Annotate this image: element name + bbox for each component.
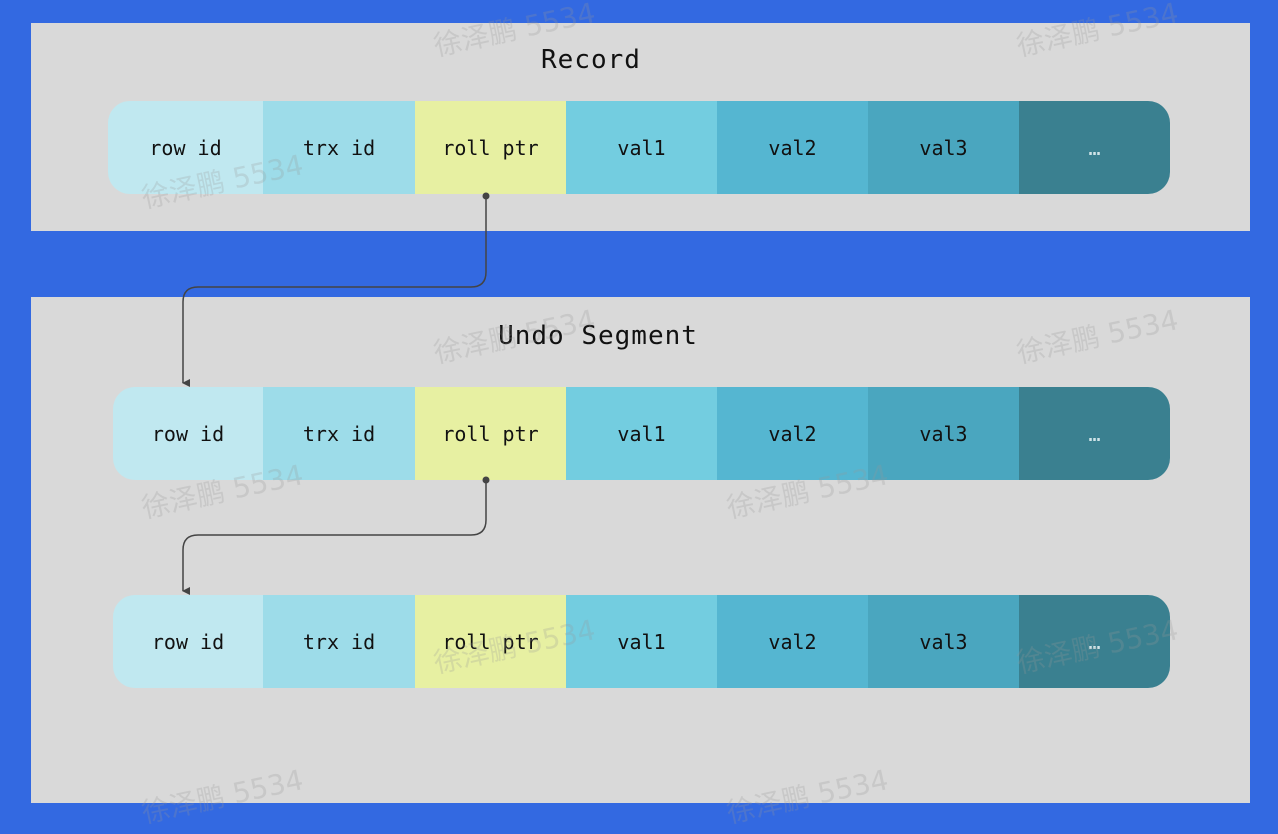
field-val3: val3 xyxy=(868,387,1019,480)
field-val1: val1 xyxy=(566,387,717,480)
record-title: Record xyxy=(541,45,641,75)
field-more: … xyxy=(1019,101,1170,194)
undo-segment-title: Undo Segment xyxy=(498,321,698,351)
field-more: … xyxy=(1019,595,1170,688)
field-val3: val3 xyxy=(868,101,1019,194)
undo-row-1: row id trx id roll ptr val1 val2 val3 … xyxy=(113,387,1170,480)
field-roll-ptr: roll ptr xyxy=(415,387,566,480)
record-row: row id trx id roll ptr val1 val2 val3 … xyxy=(108,101,1170,194)
field-val2: val2 xyxy=(717,101,868,194)
field-val1: val1 xyxy=(566,595,717,688)
undo-row-2: row id trx id roll ptr val1 val2 val3 … xyxy=(113,595,1170,688)
field-row-id: row id xyxy=(108,101,263,194)
field-row-id: row id xyxy=(113,387,263,480)
field-trx-id: trx id xyxy=(263,101,415,194)
field-val1: val1 xyxy=(566,101,717,194)
field-trx-id: trx id xyxy=(263,387,415,480)
field-val2: val2 xyxy=(717,595,868,688)
field-val2: val2 xyxy=(717,387,868,480)
field-more: … xyxy=(1019,387,1170,480)
undo-segment-panel: Undo Segment xyxy=(31,297,1250,803)
field-row-id: row id xyxy=(113,595,263,688)
field-roll-ptr: roll ptr xyxy=(415,595,566,688)
field-trx-id: trx id xyxy=(263,595,415,688)
field-val3: val3 xyxy=(868,595,1019,688)
field-roll-ptr: roll ptr xyxy=(415,101,566,194)
